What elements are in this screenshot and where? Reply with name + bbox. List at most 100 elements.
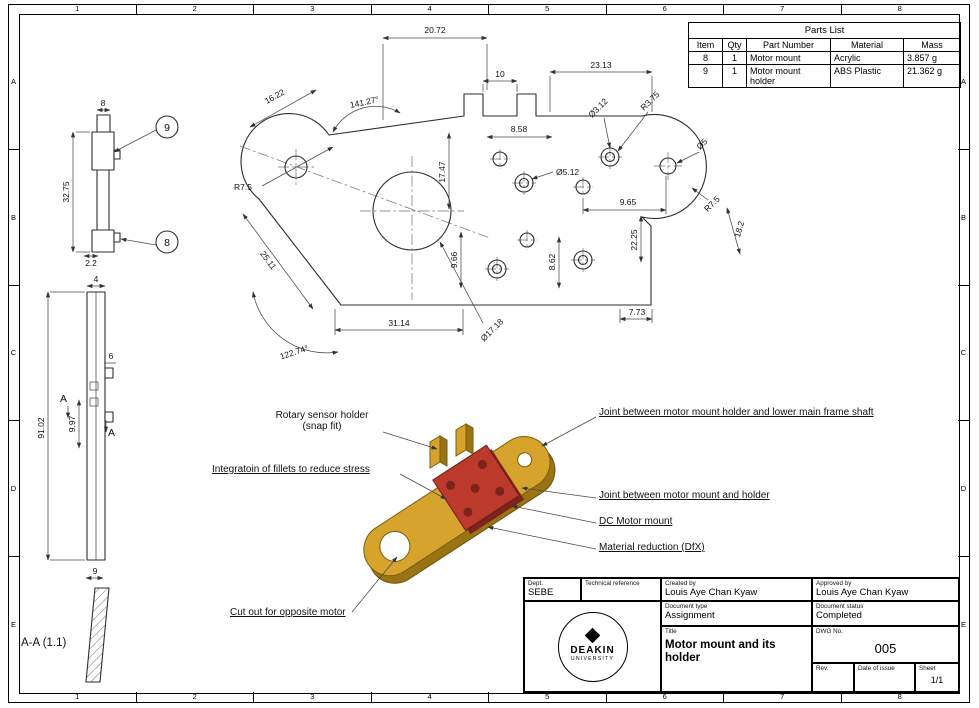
drawing-title-label: Title [665,628,677,635]
balloon-label: 8 [164,237,170,249]
grid-ref-label: 6 [607,692,724,702]
grid-ref-label: 2 [137,4,254,14]
annotation-text: Rotary sensor holder [275,410,369,421]
dim-label: 22.25 [629,229,639,251]
document-type-label: Document type [665,603,708,610]
approved-by-value: Louis Aye Chan Kyaw [816,587,909,598]
dim-label: 2.2 [85,258,97,268]
section-mark-label: A [60,393,67,405]
isometric-view [363,423,556,584]
dim-label: 10 [495,69,505,79]
parts-list-title: Parts List [688,22,961,39]
dim-label: 25.11 [258,249,279,272]
annotation-text: (snap fit) [302,421,342,432]
grid-ref-label: 4 [372,4,489,14]
front-view-holder: 4 6 91.02 9.97 A A [36,274,116,561]
parts-list-cell: Acrylic [830,51,904,65]
parts-list-row: 9 1 Motor mount holder ABS Plastic 21.36… [688,64,961,88]
grid-ref-label: 2 [137,692,254,702]
grid-ref-label: 5 [489,4,607,14]
parts-list-row: 8 1 Motor mount Acrylic 3.857 g [688,51,961,65]
annotation-joint-lower-frame: Joint between motor mount holder and low… [599,407,874,418]
grid-ref-label: E [960,620,966,630]
section-mark-label: A [108,427,115,439]
parts-list-cell: Motor mount holder [746,64,831,88]
grid-ref-label: C [8,286,19,422]
dwg-number-value: 005 [874,641,897,656]
dept-value: SEBE [528,587,554,598]
dim-label: Ø17.18 [478,316,505,343]
created-by-value: Louis Aye Chan Kyaw [665,587,758,598]
document-status-cell: Document status Completed [812,601,959,626]
document-status-label: Document status [816,603,864,610]
dim-label: 8.58 [511,124,528,134]
section-title-label: A-A (1.1) [21,637,67,649]
sheet-label: Sheet [919,665,936,672]
date-of-issue-cell: Date of issue [854,663,915,692]
grid-ref-label: 6 [607,4,724,14]
dim-label: R7.5 [702,194,722,214]
dim-label: 9.66 [449,251,459,268]
parts-list-cell: 1 [722,51,747,65]
annotation-cutout: Cut out for opposite motor [230,607,346,618]
parts-list-cell: ABS Plastic [830,64,904,88]
deakin-logo: DEAKIN UNIVERSITY [557,611,628,682]
sheet-cell: Sheet 1/1 [915,663,959,692]
grid-ref-label: 5 [489,692,607,702]
created-by-cell: Created by Louis Aye Chan Kyaw [661,578,812,601]
grid-ref-label: 8 [897,692,902,701]
dim-label: 31.14 [388,318,410,328]
dim-label: 16.22 [263,87,287,106]
dim-label: 18.2 [732,220,746,239]
document-status-value: Completed [816,610,862,621]
annotation-leaders [351,416,597,613]
grid-ref-label: 1 [19,4,137,14]
annotation-dc-motor-mount: DC Motor mount [599,516,673,527]
deakin-logo-icon [584,627,601,644]
revision-label: Rev. [816,665,829,672]
parts-list-cell: 3.857 g [903,51,961,65]
parts-list-cell: 9 [688,64,723,88]
parts-list-table: Parts List Item Qty Part Number Material… [688,22,961,88]
grid-ref-label: 7 [724,4,842,14]
logo-cell: DEAKIN UNIVERSITY [524,601,661,692]
grid-ref-label: 1 [19,692,137,702]
grid-ref-label: 7 [724,692,842,702]
technical-reference-label: Technical reference [585,580,640,587]
dim-label: 91.02 [36,417,46,439]
parts-list-header-mass: Mass [903,38,961,52]
date-of-issue-label: Date of issue [858,665,895,672]
balloon-label: 9 [164,122,170,134]
logo-subtitle: UNIVERSITY [570,656,615,662]
dim-label: 17.47 [437,161,447,183]
document-type-cell: Document type Assignment [661,601,812,626]
grid-ref-label: B [958,150,969,286]
grid-ruler-left: A B C D E [8,14,19,692]
parts-list-header-qty: Qty [722,38,747,52]
parts-list-header-item: Item [688,38,723,52]
title-block: Dept. SEBE Technical reference DEAKIN UN… [523,577,960,693]
annotation-fillets: Integratoin of fillets to reduce stress [212,464,370,475]
dim-label: 23.13 [590,60,612,70]
grid-ref-label: B [8,150,19,286]
logo-name: DEAKIN [570,645,615,656]
dim-label: Ø5.12 [556,167,579,177]
document-type-value: Assignment [665,610,715,621]
side-view-holder: 8 32.75 2.2 9 8 [61,98,179,268]
annotation-rotary-sensor-holder: Rotary sensor holder (snap fit) [252,410,392,432]
sheet-value: 1/1 [930,675,944,685]
top-view-linework [239,93,707,306]
dim-label: 9.65 [620,197,637,207]
grid-ref-label: D [8,421,19,558]
parts-list-cell: 1 [722,64,747,88]
grid-ref-label: A [958,14,969,150]
technical-reference-cell: Technical reference [581,578,661,601]
parts-list-cell: 21.362 g [903,64,961,88]
grid-ref-label: D [958,421,969,558]
dim-label: 4 [94,274,99,284]
dim-label: 6 [109,351,114,361]
dept-cell: Dept. SEBE [524,578,581,601]
annotation-material-reduction: Material reduction (DfX) [599,542,705,553]
